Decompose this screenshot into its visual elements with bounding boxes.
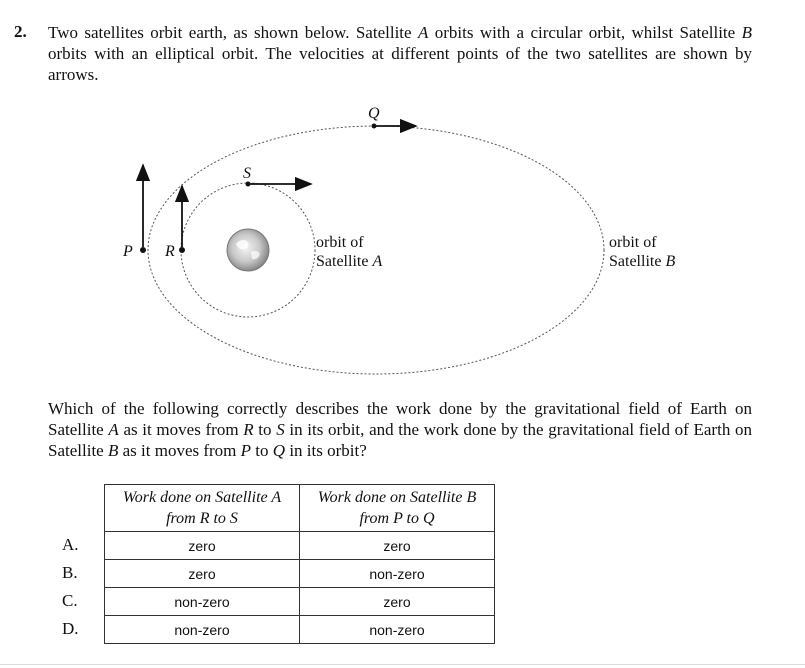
table-row: non-zero non-zero: [104, 615, 495, 644]
point-r-dot: [179, 247, 185, 253]
question-intro: Two satellites orbit earth, as shown bel…: [48, 22, 752, 85]
point-s-label: S: [243, 165, 251, 182]
question-prompt: Which of the following correctly describ…: [48, 399, 752, 460]
option-a-label[interactable]: A.: [62, 535, 79, 554]
intro-text: orbits with an elliptical orbit. The vel…: [48, 44, 752, 84]
answer-c-col2: zero: [299, 587, 495, 616]
divider: [0, 664, 805, 665]
table-row: zero zero: [104, 531, 495, 560]
orbit-a-circle: [180, 182, 316, 318]
answer-b-col1: zero: [104, 559, 300, 588]
option-b-label[interactable]: B.: [62, 563, 78, 582]
answer-c-col1: non-zero: [104, 587, 300, 616]
intro-text: orbits with a circular orbit, whilst Sat…: [428, 23, 742, 42]
intro-var-b: B: [741, 23, 752, 42]
option-c-label[interactable]: C.: [62, 591, 78, 610]
intro-var-a: A: [417, 23, 429, 42]
point-s-dot: [245, 181, 251, 187]
answer-a-col1: zero: [104, 531, 300, 560]
orbit-a-label-line2: Satellite A: [316, 253, 382, 270]
point-p-label: P: [122, 243, 133, 260]
orbit-b-ellipse: [147, 125, 605, 375]
answer-d-col1: non-zero: [104, 615, 300, 644]
question-number: 2.: [14, 22, 27, 41]
earth-icon: [226, 228, 270, 272]
point-p-dot: [140, 247, 146, 253]
table-row: non-zero zero: [104, 587, 495, 616]
answer-b-col2: non-zero: [299, 559, 495, 588]
orbit-b-label-line1: orbit of: [609, 234, 657, 251]
orbit-a-label-line1: orbit of: [316, 234, 364, 251]
point-q-label: Q: [368, 105, 380, 122]
intro-text: Two satellites orbit earth, as shown bel…: [48, 23, 418, 42]
option-d-label[interactable]: D.: [62, 619, 79, 638]
table-row: zero non-zero: [104, 559, 495, 588]
orbit-diagram: P R S Q orbit of Satellite A orbit of Sa…: [122, 105, 675, 375]
orbit-b-label-line2: Satellite B: [609, 253, 675, 270]
answer-a-col2: zero: [299, 531, 495, 560]
point-r-label: R: [164, 243, 175, 260]
answer-d-col2: non-zero: [299, 615, 495, 644]
point-q-dot: [371, 123, 377, 129]
